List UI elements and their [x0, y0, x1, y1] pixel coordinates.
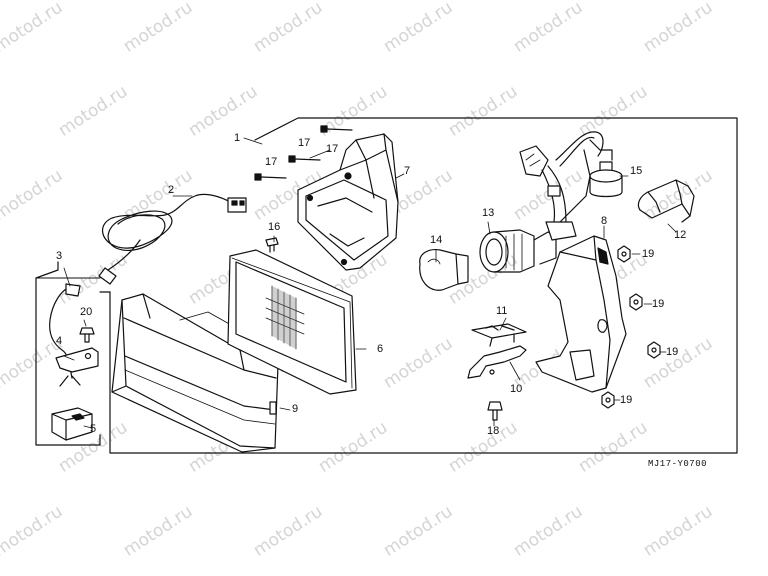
nut-19a — [617, 245, 631, 263]
bolt-17c — [254, 173, 287, 181]
bolt-17b — [288, 155, 321, 163]
callout-3: 3 — [56, 250, 63, 262]
cap-15 — [589, 161, 623, 198]
wire-assembly — [519, 131, 613, 241]
callout-14: 14 — [430, 234, 443, 246]
callout-19d: 19 — [620, 394, 633, 406]
block-5 — [51, 407, 93, 441]
item3-bracket — [35, 261, 101, 446]
callout-20: 20 — [80, 306, 93, 318]
bolt-18 — [487, 401, 503, 421]
nut-19b — [629, 293, 643, 311]
side-reflector-8 — [535, 235, 627, 393]
callout-7: 7 — [404, 165, 411, 177]
bulb-14 — [419, 249, 469, 291]
screw-20 — [79, 327, 95, 343]
bracket-4 — [55, 347, 99, 373]
bracket-10 — [467, 345, 527, 379]
callout-13: 13 — [482, 207, 495, 219]
callout-19c: 19 — [666, 346, 679, 358]
plate-11 — [471, 323, 527, 347]
lens-6 — [227, 249, 357, 395]
callout-11: 11 — [496, 305, 508, 317]
callout-18: 18 — [487, 425, 500, 437]
callout-1: 1 — [234, 132, 241, 144]
callout-17c: 17 — [265, 156, 278, 168]
housing-7 — [297, 133, 399, 271]
bolt-17a — [320, 125, 353, 133]
screw-16 — [265, 237, 279, 253]
callout-16: 16 — [268, 221, 281, 233]
callout-10: 10 — [510, 383, 523, 395]
callout-5: 5 — [90, 423, 97, 435]
wire-harness — [98, 193, 247, 285]
diagram-code: MJ17-Y0700 — [648, 459, 708, 469]
spring-clip-12 — [637, 179, 695, 223]
callout-8: 8 — [601, 215, 608, 227]
callout-17b: 17 — [298, 137, 311, 149]
callout-9: 9 — [292, 403, 299, 415]
leader-lines — [63, 137, 677, 429]
callout-17a: 17 — [326, 143, 339, 155]
socket-13 — [479, 229, 557, 273]
nut-19d — [601, 391, 615, 409]
callout-19b: 19 — [652, 298, 665, 310]
diagram-frame — [109, 117, 738, 454]
callout-19a: 19 — [642, 248, 655, 260]
callout-15: 15 — [630, 165, 643, 177]
nut-19c — [647, 341, 661, 359]
callout-12: 12 — [674, 229, 687, 241]
callout-6: 6 — [377, 343, 384, 355]
callout-4: 4 — [56, 335, 63, 347]
callout-2: 2 — [168, 184, 175, 196]
